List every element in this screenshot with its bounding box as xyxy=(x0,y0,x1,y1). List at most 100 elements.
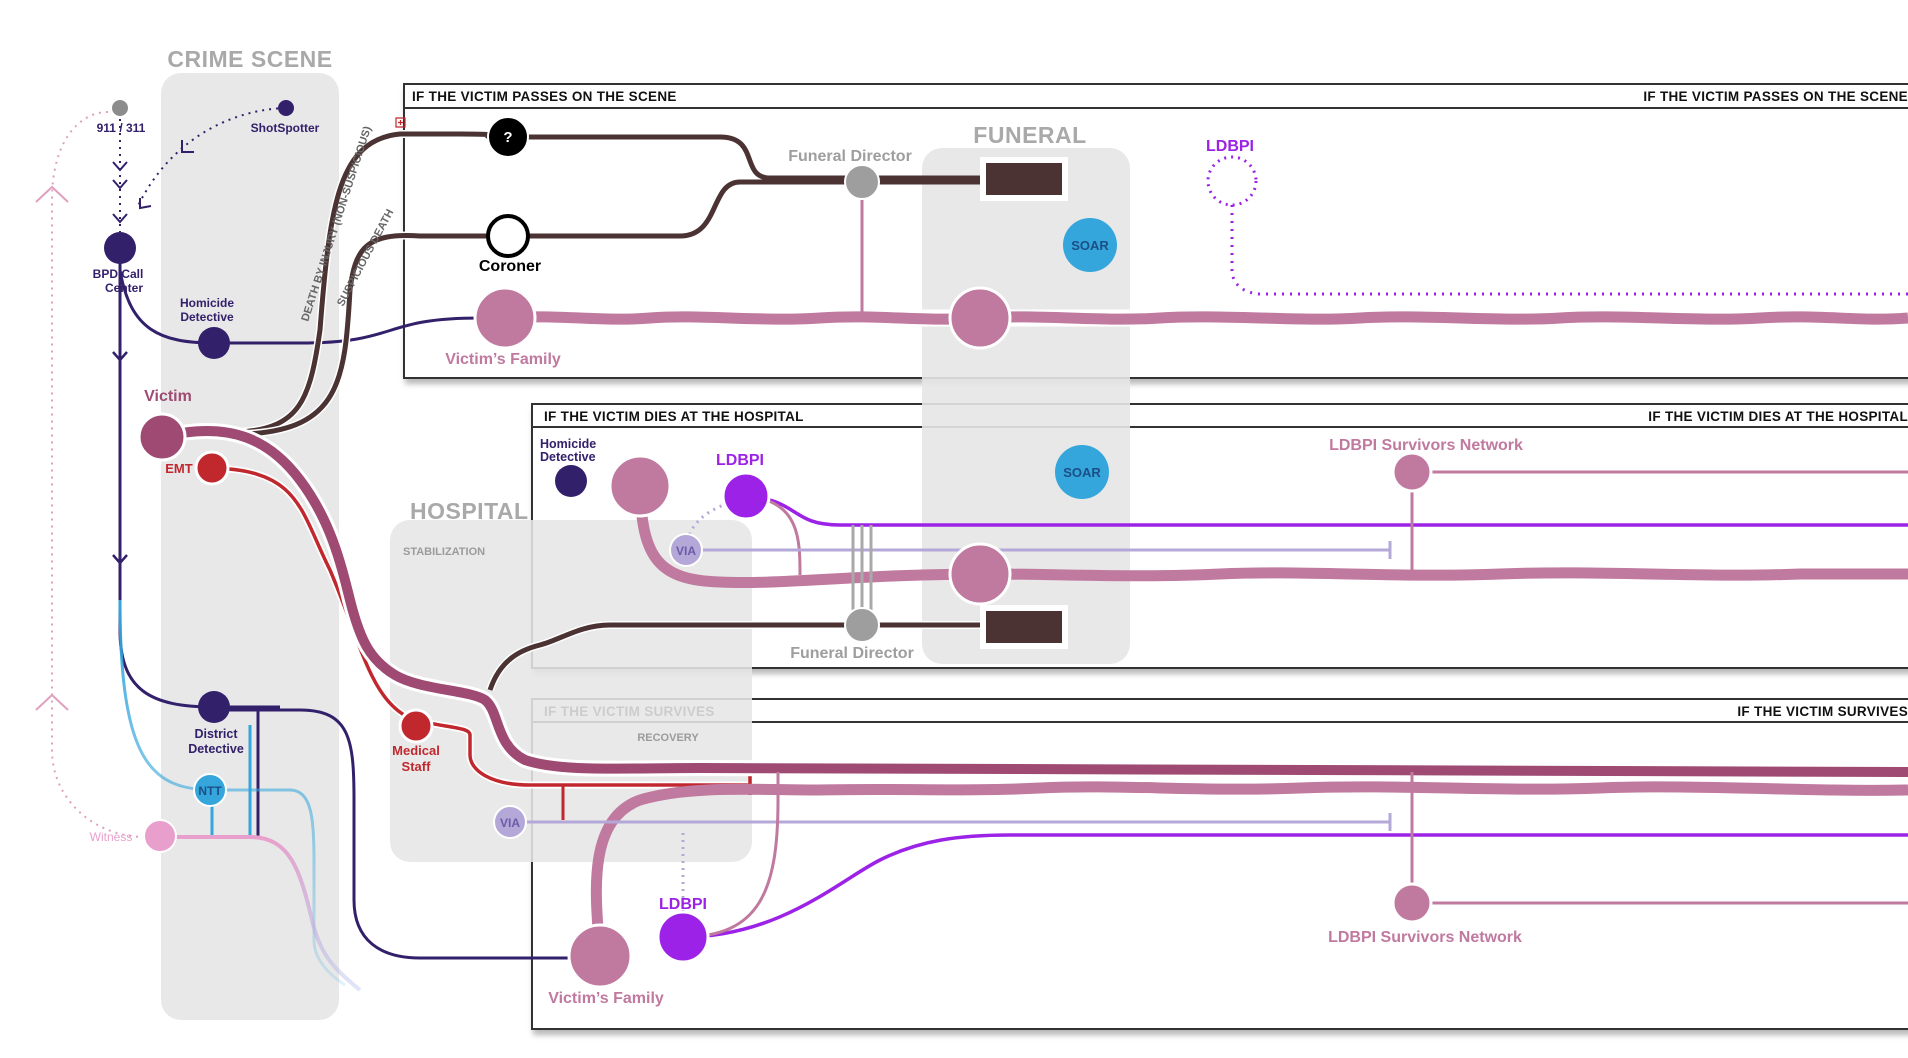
label-via-survives: VIA xyxy=(500,816,520,830)
victim-main-path xyxy=(160,425,1908,777)
node-soar-scene[interactable]: SOAR xyxy=(1063,218,1117,272)
via-dotted-hospital xyxy=(684,496,746,549)
node-victims-family-funeral-hospital[interactable] xyxy=(948,542,1012,606)
node-ldbpi-scene[interactable]: LDBPI xyxy=(1206,138,1258,207)
label-medical-staff-2: Staff xyxy=(402,759,432,774)
death-paths-brown xyxy=(239,130,990,692)
family-path-survives xyxy=(590,781,1908,956)
dispatch-arrowheads xyxy=(112,140,194,224)
node-funeral-director-scene[interactable]: Funeral Director xyxy=(788,148,912,200)
node-medical-staff[interactable]: Medical Staff xyxy=(392,708,440,774)
label-witness: Witness xyxy=(90,830,133,844)
label-victims-family-survives: Victim’s Family xyxy=(548,990,664,1007)
district-detective-to-family xyxy=(214,708,600,960)
family-path-hospital xyxy=(634,487,1908,589)
zone-title-hospital: HOSPITAL xyxy=(410,498,529,524)
node-ldbpi-survives[interactable]: LDBPI xyxy=(656,896,710,964)
label-district-detective-1: District xyxy=(194,727,238,741)
label-bpd-call-center-1: BPD Call xyxy=(93,267,144,281)
label-homicide-detective-hospital-2: Detective xyxy=(540,450,596,464)
bpd-trunk-line xyxy=(118,248,280,709)
emt-red-line-inner xyxy=(211,466,750,787)
bpd-arrow-2 xyxy=(112,554,128,565)
node-witness[interactable]: Witness xyxy=(90,819,177,853)
witness-arrow-up-2 xyxy=(35,693,69,711)
witness-arrow-up-1 xyxy=(35,185,69,203)
node-911[interactable]: 911 / 311 xyxy=(97,100,146,135)
label-survivors-network-survives: LDBPI Survivors Network xyxy=(1328,929,1522,946)
node-soar-hospital[interactable]: SOAR xyxy=(1055,445,1109,499)
family-path-scene xyxy=(504,311,1908,325)
label-unknown-outcome: ? xyxy=(503,129,512,146)
node-survivors-network-hospital[interactable]: LDBPI Survivors Network xyxy=(1329,437,1523,493)
scenario-header-dies-at-hospital-repeat: IF THE VICTIM DIES AT THE HOSPITAL xyxy=(1648,409,1908,424)
expand-toggle-icon[interactable] xyxy=(395,117,406,128)
label-homicide-detective-scene-1: Homicide xyxy=(180,296,234,310)
label-ldbpi-hospital: LDBPI xyxy=(716,452,764,469)
node-victims-family-hospital[interactable] xyxy=(608,454,672,518)
label-homicide-detective-hospital-1: Homicide xyxy=(540,437,596,451)
node-funeral-director-hospital[interactable]: Funeral Director xyxy=(790,607,914,662)
node-unknown-outcome[interactable]: ? xyxy=(487,116,529,158)
label-soar-hospital: SOAR xyxy=(1063,465,1101,480)
scenario-box-survives: IF THE VICTIM SURVIVES IF THE VICTIM SUR… xyxy=(531,698,1908,1030)
label-funeral-director-hospital: Funeral Director xyxy=(790,645,914,662)
label-homicide-detective-scene-2: Detective xyxy=(180,310,234,324)
node-bpd-call-center[interactable]: BPD Call Center xyxy=(93,232,144,295)
ntt-cyan-line-1 xyxy=(118,599,346,987)
node-survivors-network-survives[interactable]: LDBPI Survivors Network xyxy=(1328,882,1522,946)
node-victim[interactable]: Victim xyxy=(137,388,192,462)
label-via-hospital: VIA xyxy=(676,544,696,558)
scenario-header-dies-at-hospital: IF THE VICTIM DIES AT THE HOSPITAL xyxy=(544,409,804,424)
node-victims-family-funeral[interactable] xyxy=(948,286,1012,350)
label-medical-staff-1: Medical xyxy=(392,743,440,758)
node-via-hospital[interactable]: VIA xyxy=(669,533,703,567)
sub-zone-stabilization: STABILIZATION xyxy=(403,546,485,558)
node-homicide-detective-hospital[interactable]: Homicide Detective xyxy=(540,437,596,497)
witness-pink-line xyxy=(160,835,362,992)
node-funeral-casket-hospital[interactable] xyxy=(980,605,1068,649)
label-911: 911 / 311 xyxy=(97,121,146,135)
scenario-header-passes-on-scene: IF THE VICTIM PASSES ON THE SCENE xyxy=(412,89,677,104)
label-survivors-network-hospital: LDBPI Survivors Network xyxy=(1329,437,1523,454)
funeral-director-hospital-bundle xyxy=(851,525,873,612)
witness-dotted-return xyxy=(51,111,146,838)
label-victims-family-scene: Victim’s Family xyxy=(445,351,561,368)
zone-title-crime-scene: CRIME SCENE xyxy=(167,46,332,72)
label-emt: EMT xyxy=(165,461,193,476)
label-victim: Victim xyxy=(144,388,192,405)
ldbpi-dotted-scene xyxy=(1230,205,1908,296)
label-bpd-call-center-2: Center xyxy=(105,281,143,295)
ldbpi-purple-survives xyxy=(682,833,1908,939)
label-ldbpi-scene: LDBPI xyxy=(1206,138,1254,155)
label-shotspotter: ShotSpotter xyxy=(251,121,320,135)
node-homicide-detective-scene[interactable]: Homicide Detective xyxy=(180,296,234,359)
label-district-detective-2: Detective xyxy=(188,742,244,756)
sub-zone-recovery: RECOVERY xyxy=(637,732,699,744)
node-ntt[interactable]: NTT xyxy=(193,773,227,807)
ldbpi-survives-branch xyxy=(682,772,780,939)
label-funeral-director-scene: Funeral Director xyxy=(788,148,912,165)
node-via-survives[interactable]: VIA xyxy=(493,805,527,839)
scenario-box-passes-on-scene: IF THE VICTIM PASSES ON THE SCENE IF THE… xyxy=(403,83,1908,379)
scenario-header-survives-repeat: IF THE VICTIM SURVIVES xyxy=(1737,704,1908,719)
label-soar-scene: SOAR xyxy=(1071,238,1109,253)
bpd-arrow-1 xyxy=(112,351,128,362)
node-victims-family-scene[interactable]: Victim’s Family xyxy=(445,286,561,368)
node-coroner[interactable]: Coroner xyxy=(479,214,541,275)
node-shotspotter[interactable]: ShotSpotter xyxy=(251,100,320,135)
node-district-detective[interactable]: District Detective xyxy=(188,691,244,756)
node-ldbpi-hospital[interactable]: LDBPI xyxy=(716,452,771,521)
zone-title-funeral: FUNERAL xyxy=(973,122,1086,148)
label-coroner: Coroner xyxy=(479,258,541,275)
node-emt[interactable]: EMT xyxy=(165,450,230,486)
node-victims-family-survives[interactable]: Victim’s Family xyxy=(548,923,664,1007)
node-funeral-casket-scene[interactable] xyxy=(980,157,1068,201)
path-label-suspicious: SUSPICIOUS DEATH xyxy=(335,207,396,308)
scenario-header-passes-on-scene-repeat: IF THE VICTIM PASSES ON THE SCENE xyxy=(1643,89,1908,104)
label-ntt: NTT xyxy=(198,784,222,798)
zone-funeral: FUNERAL xyxy=(922,122,1130,664)
label-ldbpi-survives: LDBPI xyxy=(659,896,707,913)
homicide-detective-link xyxy=(118,269,481,345)
